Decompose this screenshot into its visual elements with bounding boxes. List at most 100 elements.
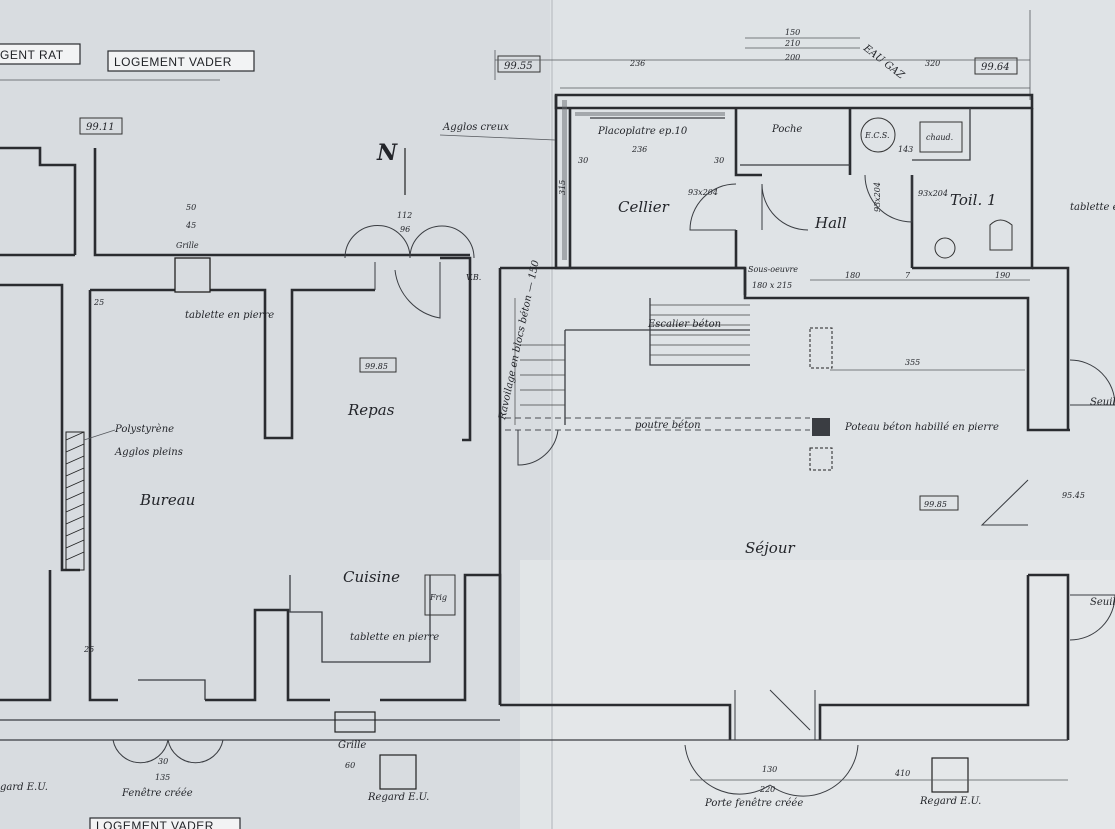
door-repas-top: 112 96 V.B. [344,211,481,319]
svg-text:Regard E.U.: Regard E.U. [919,796,981,807]
svg-text:410: 410 [894,769,910,778]
logement-vader-bottom-label: LOGEMENT VADER [89,817,241,829]
svg-text:Cuisine: Cuisine [343,568,400,586]
svg-text:30: 30 [158,757,168,766]
svg-text:355: 355 [905,358,920,367]
room-repas: Repas [347,401,395,419]
svg-text:Hall: Hall [814,214,847,232]
svg-text:chaud.: chaud. [926,133,953,142]
svg-text:tablette en pierre: tablette en pierre [350,632,439,643]
svg-text:99.11: 99.11 [86,122,115,133]
svg-text:220: 220 [759,785,775,794]
room-poche: Poche [771,124,802,135]
svg-text:93x204: 93x204 [688,188,718,197]
svg-text:99.64: 99.64 [981,62,1010,73]
svg-text:Agglos pleins: Agglos pleins [114,447,183,458]
dimension-355: 355 [830,358,1025,371]
svg-text:95.45: 95.45 [1062,491,1085,500]
svg-text:236: 236 [631,145,647,154]
svg-text:Séjour: Séjour [745,539,795,557]
logement-vader-label: LOGEMENT VADER [107,50,255,72]
svg-text:99.85: 99.85 [365,362,388,371]
doors-service [689,174,913,231]
svg-text:143: 143 [898,145,913,154]
svg-text:Grille: Grille [338,740,366,751]
door-sejour-left [517,429,559,466]
svg-text:180 x 215: 180 x 215 [752,281,792,290]
svg-text:Placoplatre ep.10: Placoplatre ep.10 [597,126,688,137]
stairs: Escalier béton 180 x 215 Sous-oeuvre [514,265,798,425]
svg-text:190: 190 [995,271,1010,280]
svg-text:7: 7 [905,271,911,280]
svg-text:GENT RAT: GENT RAT [0,48,64,62]
logement-rat-label: GENT RAT [0,43,81,65]
svg-text:Seuil béton: Seuil béton [1090,397,1115,408]
svg-text:Toil. 1: Toil. 1 [950,191,997,209]
svg-text:Poteau béton habillé en pierre: Poteau béton habillé en pierre [844,422,999,433]
level-9964: 99.64 [974,57,1018,75]
svg-text:LOGEMENT VADER: LOGEMENT VADER [114,55,232,69]
svg-text:Porte fenêtre créée: Porte fenêtre créée [704,798,803,809]
dim-25-bureau-bottom: 25 [83,645,94,654]
svg-text:gard E.U.: gard E.U. [0,782,48,793]
svg-text:Frig: Frig [429,593,447,602]
dimension-315-vertical: 315 [558,180,567,195]
svg-text:320: 320 [925,59,940,68]
svg-text:93x204: 93x204 [873,182,882,212]
svg-text:LOGEMENT VADER: LOGEMENT VADER [96,819,214,829]
room-bureau: Bureau [139,491,195,509]
insulation-hatch: Polystyrène Agglos pleins [65,424,183,571]
room-ecs: E.C.S. [860,117,896,153]
svg-text:135: 135 [155,773,170,782]
level-repas: 99.85 [359,357,397,373]
room-cuisine: Cuisine Frig tablette en pierre [289,568,456,663]
svg-text:112: 112 [397,211,412,220]
svg-text:130: 130 [762,765,777,774]
svg-text:99.85: 99.85 [924,500,947,509]
poteau: Poteau béton habillé en pierre [809,327,999,471]
svg-text:96: 96 [400,225,410,234]
note-agglos-creux: Agglos creux [442,122,509,133]
svg-text:Polystyrène: Polystyrène [114,424,174,435]
room-sejour: Séjour 99.85 [745,495,959,557]
dim-25-bureau: 25 [93,298,104,307]
north-arrow-icon: N [376,140,406,195]
svg-text:60: 60 [345,761,355,770]
svg-text:E.C.S.: E.C.S. [864,131,890,140]
bottom-openings: Fenêtre créée 30 135 Grille 60 Regard E.… [0,679,1068,809]
svg-text:Escalier béton: Escalier béton [647,319,721,330]
note-tablette-bureau: tablette en pierre [185,310,274,321]
svg-text:93x204: 93x204 [918,189,948,198]
svg-text:Cellier: Cellier [618,198,670,216]
svg-text:200: 200 [784,53,800,62]
svg-text:30: 30 [714,156,724,165]
dimension-row-hall: 180 7 190 [810,271,1030,281]
svg-text:99.55: 99.55 [504,61,533,72]
beam-poutre: poutre béton [505,417,810,431]
room-cellier: Cellier Placoplatre ep.10 236 30 30 93x2… [578,126,724,216]
svg-text:Fenêtre créée: Fenêtre créée [121,788,193,799]
svg-text:Regard E.U.: Regard E.U. [367,792,429,803]
svg-text:30: 30 [578,156,588,165]
svg-text:180: 180 [845,271,860,280]
level-9955: 99.55 [497,55,541,73]
svg-text:45: 45 [185,221,196,230]
svg-text:tablette en pierre: tablette en pierre [1070,202,1115,213]
level-9911: 99.11 [79,117,123,135]
svg-text:50: 50 [186,203,196,212]
grille-top: Grille 50 45 [174,203,211,293]
room-hall: Hall 93x204 93x204 [814,182,948,232]
room-wc: Toil. 1 [934,191,1013,259]
svg-text:Sous-oeuvre: Sous-oeuvre [748,265,798,274]
svg-text:Grille: Grille [176,241,199,250]
svg-text:N: N [376,140,398,166]
room-chaud: chaud. 143 [898,121,963,154]
svg-text:Seuil: Seuil [1090,597,1115,608]
svg-text:236: 236 [629,59,645,68]
svg-text:poutre béton: poutre béton [635,420,701,431]
svg-text:Poche: Poche [771,124,802,135]
svg-text:V.B.: V.B. [466,273,481,282]
svg-text:210: 210 [784,39,800,48]
svg-text:150: 150 [785,28,800,37]
